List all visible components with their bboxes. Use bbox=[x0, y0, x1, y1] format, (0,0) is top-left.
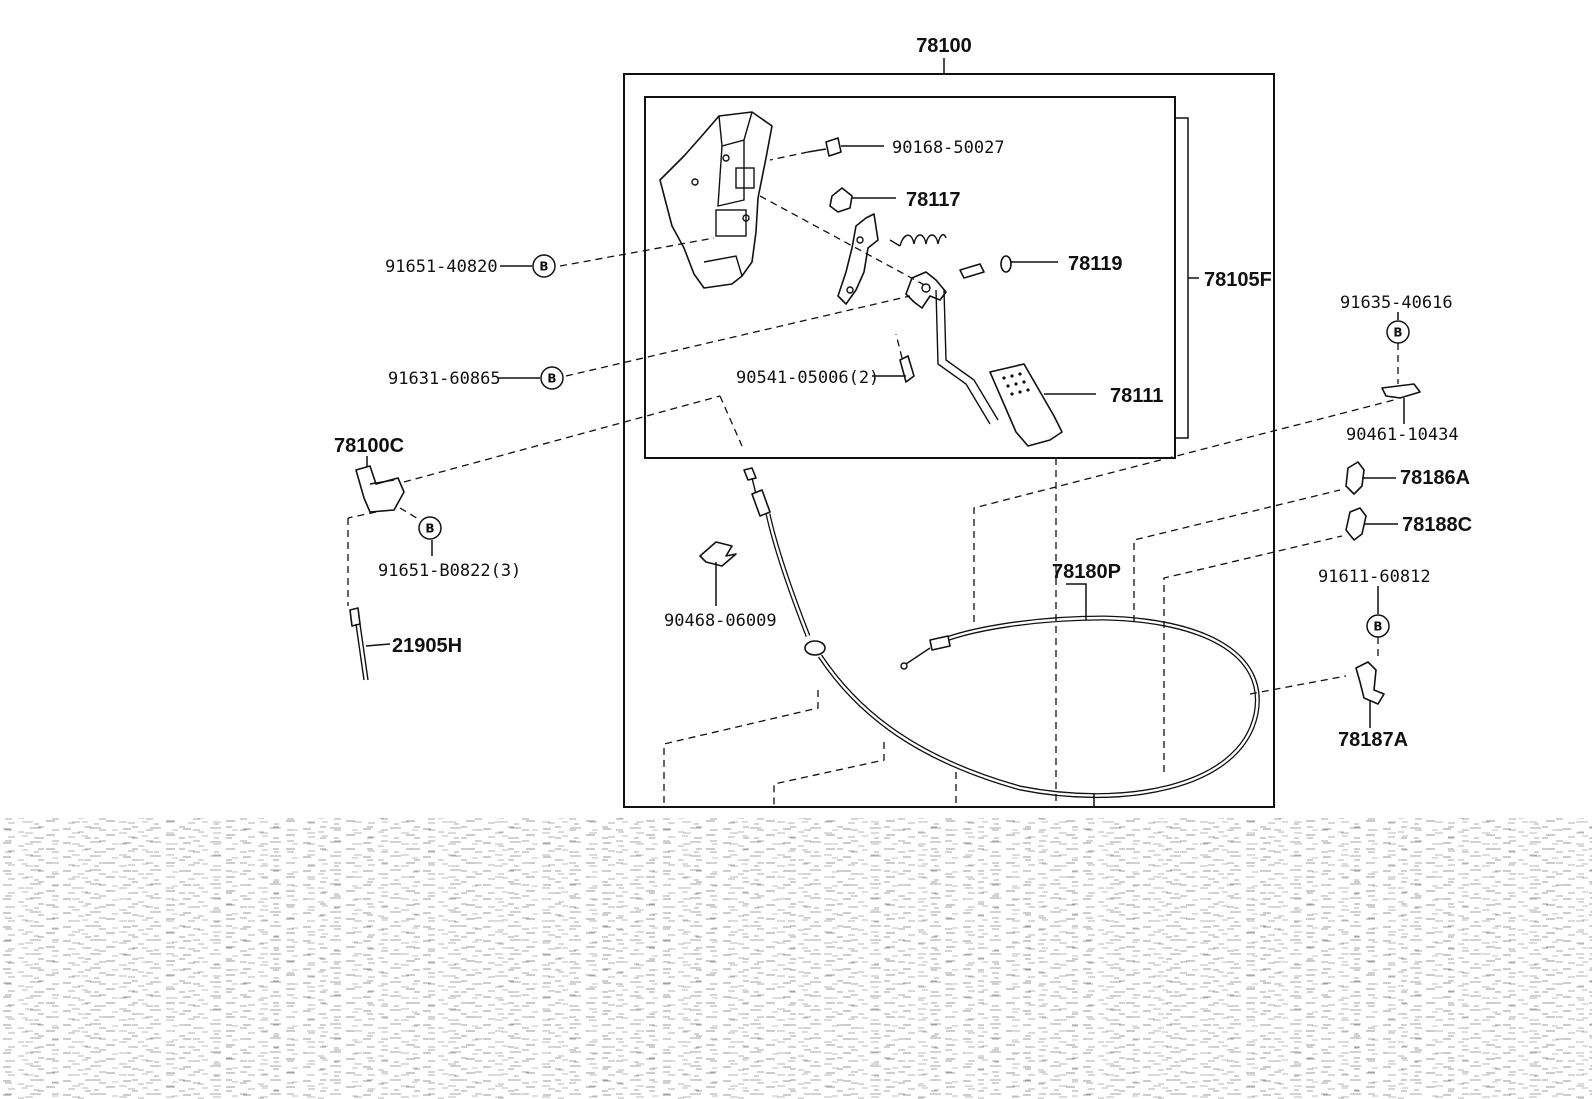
screw-90168-50027 bbox=[769, 137, 884, 161]
rod-21905H bbox=[349, 607, 391, 681]
label-78187A: 78187A bbox=[1338, 729, 1408, 751]
bolt-91631-60865: B bbox=[498, 366, 564, 390]
pedal-arm-assembly bbox=[837, 213, 1058, 425]
assembly-78100-frame bbox=[623, 58, 1275, 808]
label-91651-B0822: 91651-B0822(3) bbox=[378, 561, 521, 581]
b-marker: B bbox=[425, 522, 434, 536]
b-marker: B bbox=[1393, 326, 1402, 340]
cable-78180P bbox=[743, 467, 1260, 798]
bolt-91651-40820: B bbox=[500, 254, 556, 278]
clamp-78186A bbox=[1345, 461, 1396, 495]
pedal-subassembly-frame bbox=[644, 96, 1199, 459]
clamp-78187A bbox=[1355, 661, 1385, 728]
pedal-bracket-housing bbox=[659, 111, 773, 289]
label-78100C: 78100C bbox=[334, 435, 404, 457]
label-91631-60865: 91631-60865 bbox=[388, 369, 501, 389]
bolt-91635-40616: B bbox=[1386, 312, 1410, 384]
label-78186A: 78186A bbox=[1400, 467, 1470, 489]
label-78117: 78117 bbox=[906, 189, 961, 211]
label-91635-40616: 91635-40616 bbox=[1340, 293, 1453, 313]
label-90461-10434: 90461-10434 bbox=[1346, 425, 1459, 445]
cable-dashed-leaders bbox=[663, 399, 1395, 806]
b-marker: B bbox=[539, 260, 548, 274]
scan-noise-band bbox=[0, 818, 1592, 1099]
bolt-91611-60812: B bbox=[1366, 586, 1390, 660]
label-78119: 78119 bbox=[1068, 253, 1123, 275]
inner-dashed-leaders bbox=[559, 195, 931, 377]
b-marker: B bbox=[547, 372, 556, 386]
clamp-90461-10434 bbox=[1381, 383, 1421, 424]
label-90541-05006: 90541-05006(2) bbox=[736, 368, 879, 388]
label-90468-06009: 90468-06009 bbox=[664, 611, 777, 631]
label-78180P: 78180P bbox=[1052, 561, 1121, 583]
clamp-78188C bbox=[1345, 507, 1398, 541]
pedal-pad-78111 bbox=[989, 363, 1096, 447]
label-78188C: 78188C bbox=[1402, 514, 1472, 536]
label-90168-50027: 90168-50027 bbox=[892, 138, 1005, 158]
clip-90468-06009 bbox=[699, 541, 737, 606]
label-91611-60812: 91611-60812 bbox=[1318, 567, 1431, 587]
label-78100: 78100 bbox=[916, 35, 972, 57]
label-21905H: 21905H bbox=[392, 635, 462, 657]
label-78111: 78111 bbox=[1110, 385, 1163, 407]
clip-78117 bbox=[829, 187, 896, 213]
b-marker: B bbox=[1373, 620, 1382, 634]
label-78105F: 78105F bbox=[1204, 269, 1272, 291]
bracket-78100C: B bbox=[347, 395, 743, 606]
label-91651-40820: 91651-40820 bbox=[385, 257, 498, 277]
